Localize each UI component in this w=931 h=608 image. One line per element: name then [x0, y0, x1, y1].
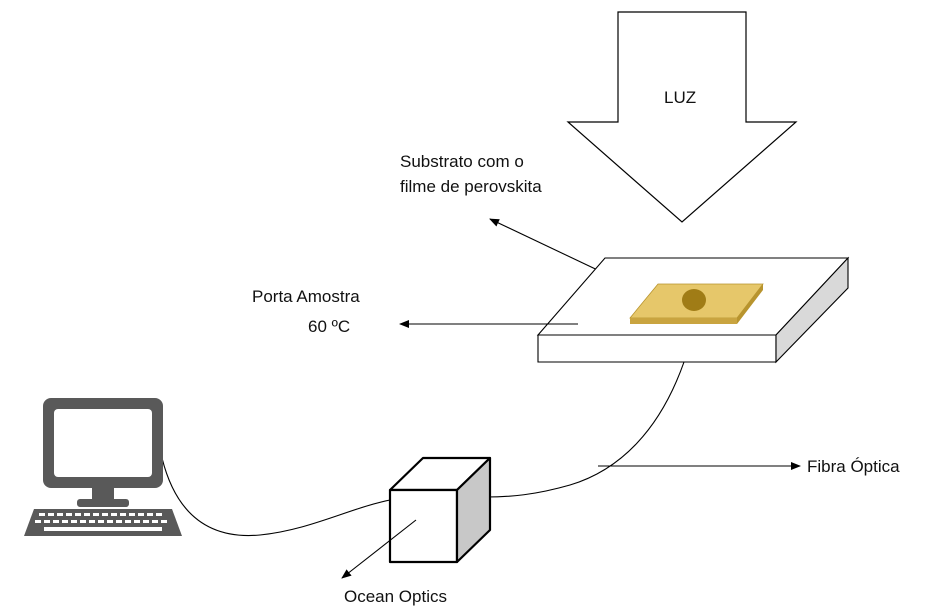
monitor-screen	[54, 409, 152, 477]
sample-holder-side	[775, 256, 849, 364]
spectrometer-front	[388, 488, 459, 564]
spectrometer-pointer-arrow	[341, 519, 417, 579]
spectrometer-label: Ocean Optics	[344, 587, 447, 606]
computer-icon	[24, 398, 182, 536]
substrate-label-line2: filme de perovskita	[400, 177, 542, 196]
spectrometer-side	[455, 456, 492, 564]
substrate-side	[737, 284, 763, 324]
light-arrow	[566, 11, 798, 223]
sample-holder-front	[537, 334, 777, 363]
monitor-stand-base	[77, 499, 129, 507]
monitor-stand-neck	[92, 488, 114, 500]
keyboard-keys	[35, 513, 167, 531]
substrate-label-line1: Substrato com o	[400, 152, 524, 171]
holder-label-line1: Porta Amostra	[252, 287, 360, 306]
light-label: LUZ	[664, 88, 696, 107]
substrate-front	[630, 318, 737, 324]
holder-label-line2: 60 ºC	[308, 317, 350, 336]
fiber-label: Fibra Óptica	[807, 457, 900, 476]
optical-fiber-cable	[485, 361, 685, 498]
computer-cable	[161, 457, 391, 537]
perovskite-film-dot	[682, 289, 706, 311]
